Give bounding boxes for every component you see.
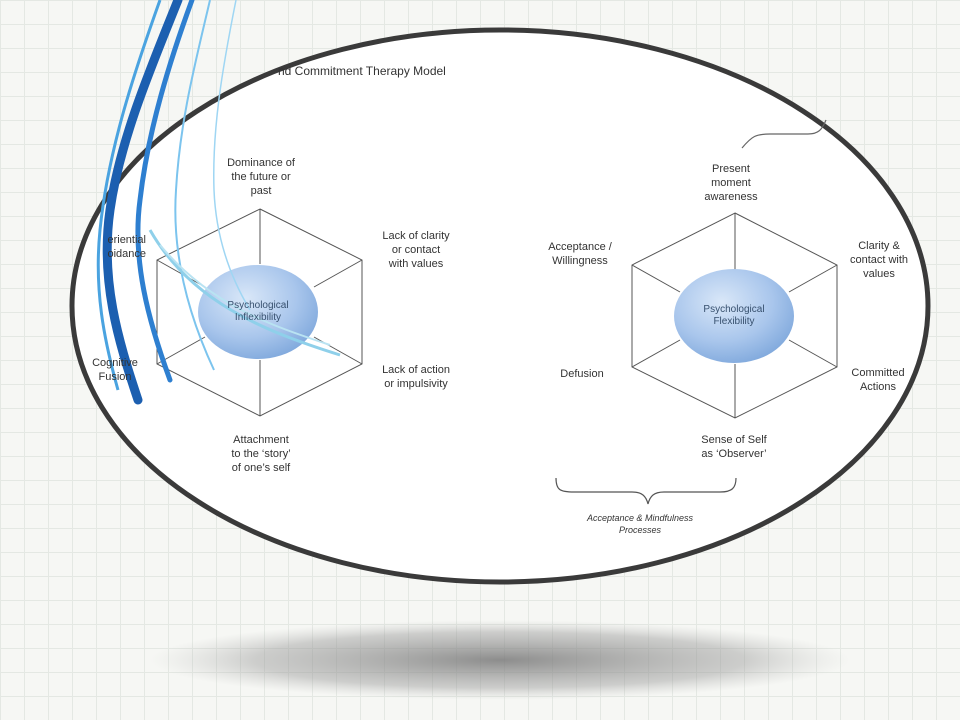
- left-label-bottom: Attachment to the ‘story’ of one’s self: [231, 434, 291, 474]
- left-label-lower-right: Lack of action or impulsivity: [382, 364, 450, 390]
- right-center-label: Psychological Flexibility: [703, 304, 765, 327]
- upper-bracket: [741, 119, 827, 149]
- right-label-lower-left: Defusion: [560, 368, 604, 380]
- bracket-caption: Acceptance & Mindfulness Processes: [586, 513, 694, 535]
- left-label-lower-left: Cognitive Fusion: [92, 357, 138, 383]
- right-center-circle: [674, 269, 794, 363]
- right-hexagon: [631, 212, 838, 419]
- floor-shadow: [150, 620, 850, 700]
- right-label-bottom: Sense of Self as ‘Observer’: [701, 434, 767, 460]
- left-label-upper-right: Lack of clarity or contact with values: [382, 230, 450, 270]
- diagram-title: nd Commitment Therapy Model: [278, 64, 446, 78]
- right-label-top: Present moment awareness: [704, 163, 758, 203]
- decorative-swoosh: [96, 0, 341, 405]
- left-center-label: Psychological Inflexibility: [227, 300, 289, 323]
- right-label-upper-left: Acceptance / Willingness: [548, 241, 612, 267]
- left-label-upper-left: eriential oidance: [107, 234, 146, 260]
- left-label-top: Dominance of the future or past: [227, 157, 295, 197]
- oval-frame: [69, 27, 931, 585]
- right-label-lower-right: Committed Actions: [851, 367, 905, 393]
- right-label-upper-right: Clarity & contact with values: [849, 240, 909, 280]
- bottom-brace: [555, 477, 737, 505]
